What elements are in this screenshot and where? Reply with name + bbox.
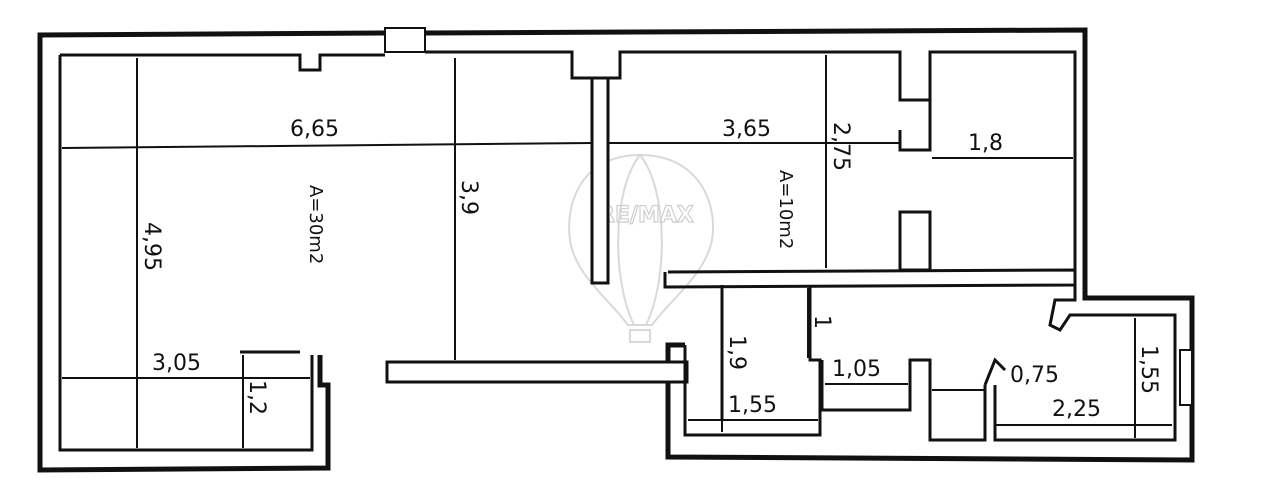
area-labels: A=30m2 A=10m2 (305, 170, 796, 264)
dimension-lines (61, 55, 1172, 448)
interior-walls (240, 76, 1193, 442)
dim-1-9: 1,9 (724, 335, 749, 370)
area-bedroom: A=10m2 (775, 170, 796, 249)
dim-1: 1 (809, 315, 834, 329)
remax-balloon-watermark: RE/MAX (568, 153, 714, 343)
dim-1-2: 1,2 (244, 380, 269, 415)
dim-6-65: 6,65 (290, 117, 339, 142)
dim-0-75: 0,75 (1010, 363, 1059, 388)
dim-2-25: 2,25 (1052, 397, 1101, 422)
dim-4-95: 4,95 (139, 222, 164, 271)
dim-1-55-left: 1,55 (728, 393, 777, 418)
area-living: A=30m2 (305, 185, 326, 264)
dim-1-55-right: 1,55 (1136, 345, 1161, 394)
watermark-text: RE/MAX (598, 203, 694, 228)
dim-1-8: 1,8 (968, 131, 1003, 156)
dim-2-75: 2,75 (828, 122, 853, 171)
dim-1-05: 1,05 (832, 357, 881, 382)
dim-3-65: 3,65 (722, 117, 771, 142)
dimension-labels: 6,65 3,65 1,8 4,95 3,9 2,75 3,05 1,2 1 1… (139, 117, 1161, 422)
dim-3-9: 3,9 (456, 180, 481, 215)
dim-3-05: 3,05 (152, 351, 201, 376)
outer-walls (37, 27, 1195, 473)
